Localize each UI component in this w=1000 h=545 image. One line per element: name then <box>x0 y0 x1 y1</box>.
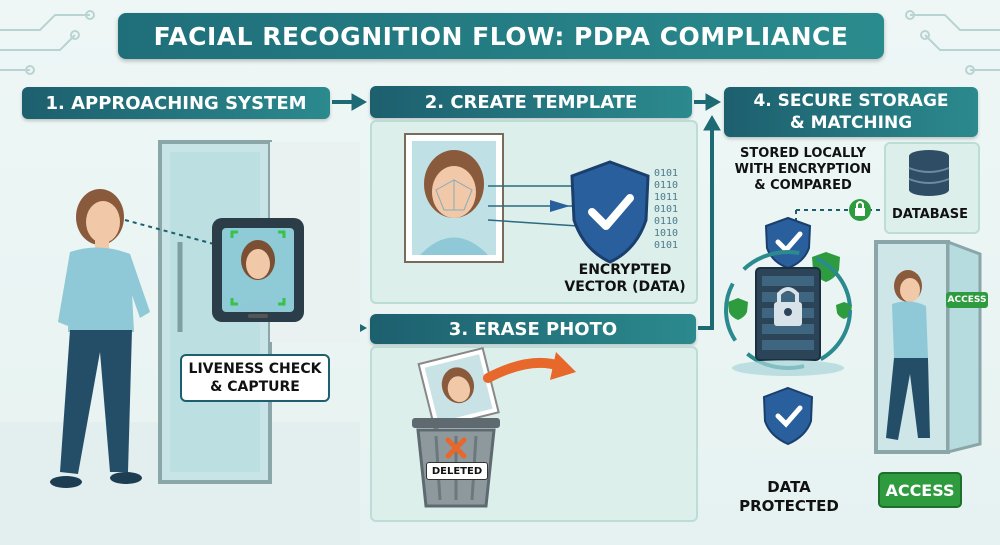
data-protected-shield-icon <box>764 388 812 444</box>
access-big-label: ACCESS <box>885 481 954 500</box>
liveness-line2: & CAPTURE <box>210 378 300 396</box>
liveness-label: LIVENESS CHECK & CAPTURE <box>180 354 330 402</box>
stored-locally-label: STORED LOCALLY WITH ENCRYPTION & COMPARE… <box>728 146 878 194</box>
binary-row: 0101 <box>654 204 694 216</box>
step-1-scene <box>0 122 360 545</box>
protected-line1: DATA <box>724 478 854 497</box>
binary-row: 0110 <box>654 216 694 228</box>
liveness-line1: LIVENESS CHECK <box>189 360 322 378</box>
encrypted-vector-label: ENCRYPTED VECTOR (DATA) <box>560 262 690 296</box>
encrypted-shield-icon <box>572 162 648 262</box>
approach-illustration <box>0 122 360 545</box>
database-icon <box>906 148 952 198</box>
deleted-badge: DELETED <box>426 462 488 480</box>
binary-stream: 0101 0110 1011 0101 0110 1010 0101 <box>654 168 694 252</box>
stored-line2: WITH ENCRYPTION <box>728 162 878 178</box>
protected-line2: PROTECTED <box>724 497 854 516</box>
access-badge: ACCESS <box>878 472 962 508</box>
access-indicator-small: ACCESS <box>946 292 988 308</box>
face-scanner-device-icon <box>212 218 304 322</box>
stored-line1: STORED LOCALLY <box>728 146 878 162</box>
toss-arrow-icon <box>488 363 560 378</box>
secure-server-icon <box>756 268 820 360</box>
binary-row: 0101 <box>654 168 694 180</box>
discarded-photo-icon <box>419 348 499 428</box>
erase-illustration <box>370 346 694 518</box>
encrypted-line2: VECTOR (DATA) <box>560 279 690 296</box>
storage-illustration <box>718 190 888 450</box>
encrypted-line1: ENCRYPTED <box>560 262 690 279</box>
database-label: DATABASE <box>884 207 976 222</box>
access-door-illustration <box>872 238 988 462</box>
binary-row: 1011 <box>654 192 694 204</box>
binary-row: 1010 <box>654 228 694 240</box>
binary-row: 0101 <box>654 240 694 252</box>
deleted-label: DELETED <box>432 466 482 477</box>
binary-row: 0110 <box>654 180 694 192</box>
access-small-label: ACCESS <box>948 295 987 305</box>
data-protected-label: DATA PROTECTED <box>724 478 854 516</box>
shield-check-icon <box>766 218 810 268</box>
